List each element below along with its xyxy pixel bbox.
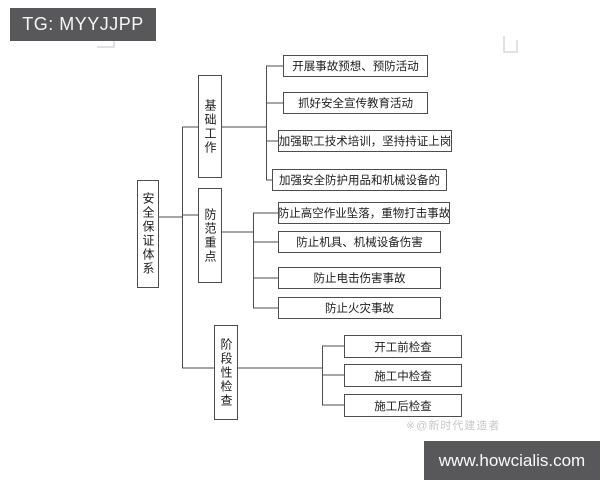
tg-watermark-badge: TG: MYYJJPP — [10, 8, 156, 41]
leaf-prevent-fire-accident: 防止火灾事故 — [278, 297, 441, 319]
leaf-safety-publicity-education: 抓好安全宣传教育活动 — [283, 92, 428, 114]
leaf-pre-construction-inspection: 开工前检查 — [344, 335, 462, 358]
leaf-during-construction-inspection: 施工中检查 — [344, 364, 462, 387]
node-branch-phase-inspection: 阶段性检查 — [214, 325, 238, 420]
url-watermark-bar: www.howcialis.com — [424, 441, 600, 480]
leaf-prevent-falls-falling-objects: 防止高空作业坠落，重物打击事故 — [278, 202, 450, 224]
leaf-prevent-machinery-injury: 防止机具、机械设备伤害 — [278, 231, 441, 253]
url-watermark-text: www.howcialis.com — [438, 450, 586, 470]
leaf-worker-technical-training: 加强职工技术培训，坚持持证上岗 — [278, 130, 452, 152]
node-branch-basic-work: 基础工作 — [198, 75, 222, 178]
leaf-protective-equipment: 加强安全防护用品和机械设备的 — [272, 169, 447, 191]
tg-watermark-text: TG: MYYJJPP — [22, 14, 144, 34]
node-branch-prevention-focus: 防范重点 — [198, 188, 222, 283]
leaf-prevent-electric-shock: 防止电击伤害事故 — [278, 267, 441, 289]
leaf-post-construction-inspection: 施工后检查 — [344, 394, 462, 417]
faint-watermark-text: ※@新时代建造者 — [406, 420, 501, 432]
leaf-accident-prevention-activities: 开展事故预想、预防活动 — [283, 55, 428, 77]
node-root-safety-assurance-system: 安全保证体系 — [137, 180, 159, 288]
